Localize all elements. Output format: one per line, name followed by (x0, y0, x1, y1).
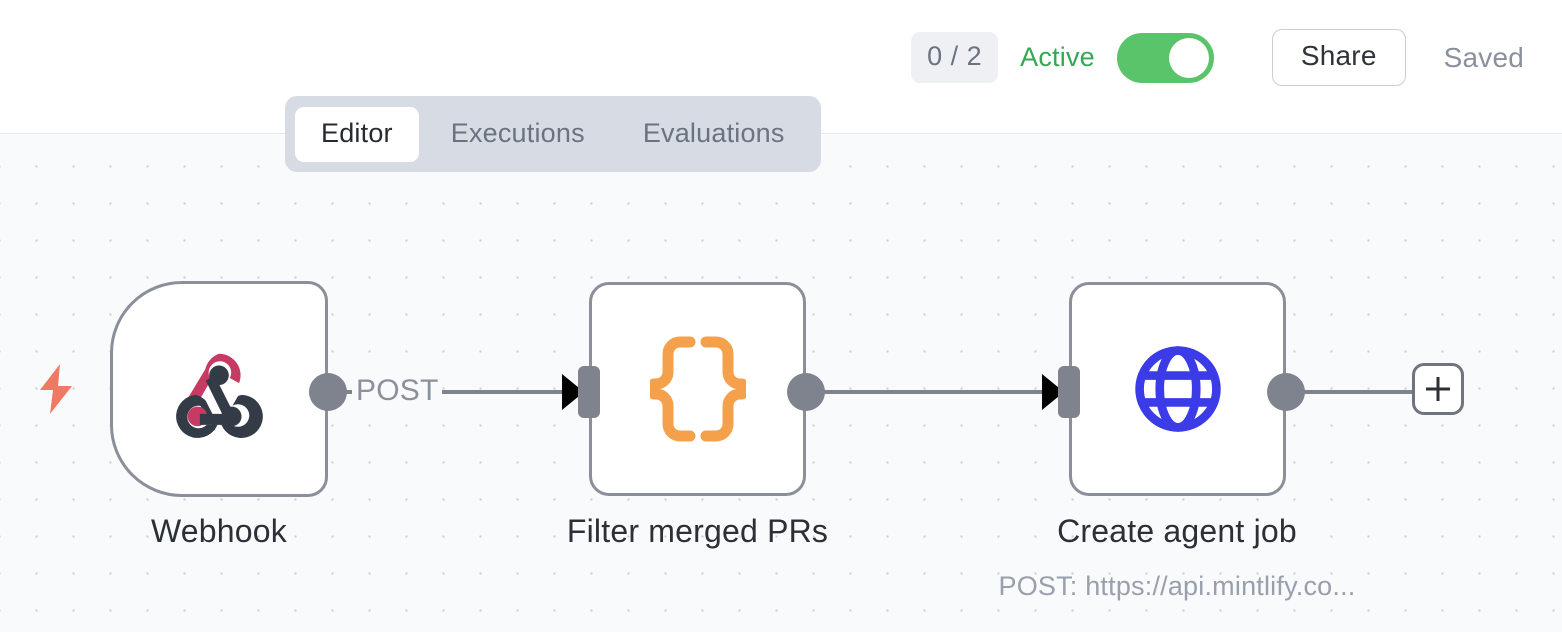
plus-icon (1426, 377, 1450, 401)
webhook-output-handle[interactable] (309, 373, 347, 411)
tab-editor[interactable]: Editor (295, 106, 419, 162)
http-output-handle[interactable] (1267, 373, 1305, 411)
view-tab-bar: Editor Executions Evaluations (285, 96, 821, 172)
workflow-active-toggle[interactable] (1116, 32, 1214, 83)
node-label-http: Create agent job (1057, 513, 1297, 549)
edge-http-to-add[interactable] (1304, 390, 1416, 394)
tab-evaluations[interactable]: Evaluations (642, 117, 785, 148)
header-actions: 0 / 2 Active Share Saved (911, 29, 1524, 86)
filter-output-handle[interactable] (787, 373, 825, 411)
trigger-bolt-icon (36, 363, 76, 415)
edge-label-post: POST (352, 376, 443, 406)
node-subtitle-http: POST: https://api.mintlify.co... (998, 571, 1356, 601)
node-create-agent-job[interactable] (1058, 282, 1305, 496)
tab-executions[interactable]: Executions (450, 117, 585, 148)
node-filter-merged-prs[interactable] (578, 282, 825, 496)
http-input-handle[interactable] (1058, 366, 1080, 418)
saved-status-label: Saved (1443, 41, 1524, 73)
webhook-icon (170, 340, 268, 438)
filter-input-handle[interactable] (578, 366, 600, 418)
active-status-label: Active (1020, 42, 1095, 72)
edge-filter-to-http[interactable] (824, 390, 1057, 394)
node-label-webhook: Webhook (150, 513, 287, 549)
workflow-canvas[interactable]: Webhook POST Filter merged PRs (0, 135, 1562, 632)
toggle-knob (1168, 37, 1209, 78)
globe-icon (1130, 341, 1226, 437)
edge-webhook-to-filter[interactable] (345, 390, 577, 394)
run-count-badge: 0 / 2 (911, 32, 999, 83)
node-label-filter: Filter merged PRs (566, 513, 829, 549)
curly-braces-icon (649, 336, 746, 442)
add-node-button[interactable] (1412, 363, 1464, 415)
share-button[interactable]: Share (1271, 29, 1406, 86)
node-webhook[interactable] (110, 281, 347, 497)
